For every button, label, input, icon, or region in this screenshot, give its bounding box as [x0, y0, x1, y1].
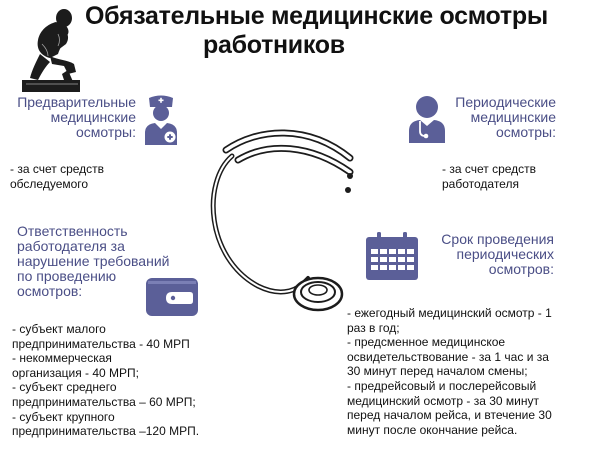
title-line-2: работников: [203, 31, 345, 59]
period-heading: Срок проведения периодических осмотров:: [441, 231, 554, 277]
preliminary-heading: Предварительные медицинские осмотры:: [17, 94, 136, 140]
title-line-1: Обязательные медицинские осмотры: [85, 2, 548, 30]
responsibility-item: - некоммерческая организация - 40 МРП;: [12, 351, 140, 380]
responsibility-item: - субъект малого предпринимательства - 4…: [12, 322, 190, 351]
period-item: - предсменное медицинское освидетельство…: [347, 335, 549, 379]
responsibility-item: - субъект среднего предпринимательства –…: [12, 380, 196, 409]
preliminary-text: - за счет средств обследуемого: [10, 162, 105, 191]
period-list: - ежегодный медицинский осмотр - 1 раз в…: [347, 306, 597, 437]
responsibility-item: - субъект крупного предпринимательства –…: [12, 409, 200, 439]
periodic-text: - за счет средств работодателя: [442, 162, 537, 191]
nurse-icon: [145, 95, 177, 145]
period-item: - ежегодный медицинский осмотр - 1 раз в…: [347, 306, 552, 335]
periodic-heading: Периодические медицинские осмотры:: [455, 94, 556, 140]
thinker-statue-icon: [22, 9, 80, 92]
responsibility-heading: Ответственность работодателя за нарушени…: [17, 223, 170, 299]
wallet-icon: [146, 278, 198, 316]
page-title: Обязательные медицинские осмотры работни…: [85, 2, 585, 60]
stethoscope-icon: [210, 129, 354, 312]
period-item: - предрейсовый и послерейсовый медицинск…: [347, 378, 552, 437]
responsibility-list: - субъект малого предпринимательства - 4…: [12, 322, 252, 439]
doctor-icon: [409, 96, 445, 143]
calendar-icon: [366, 232, 418, 280]
